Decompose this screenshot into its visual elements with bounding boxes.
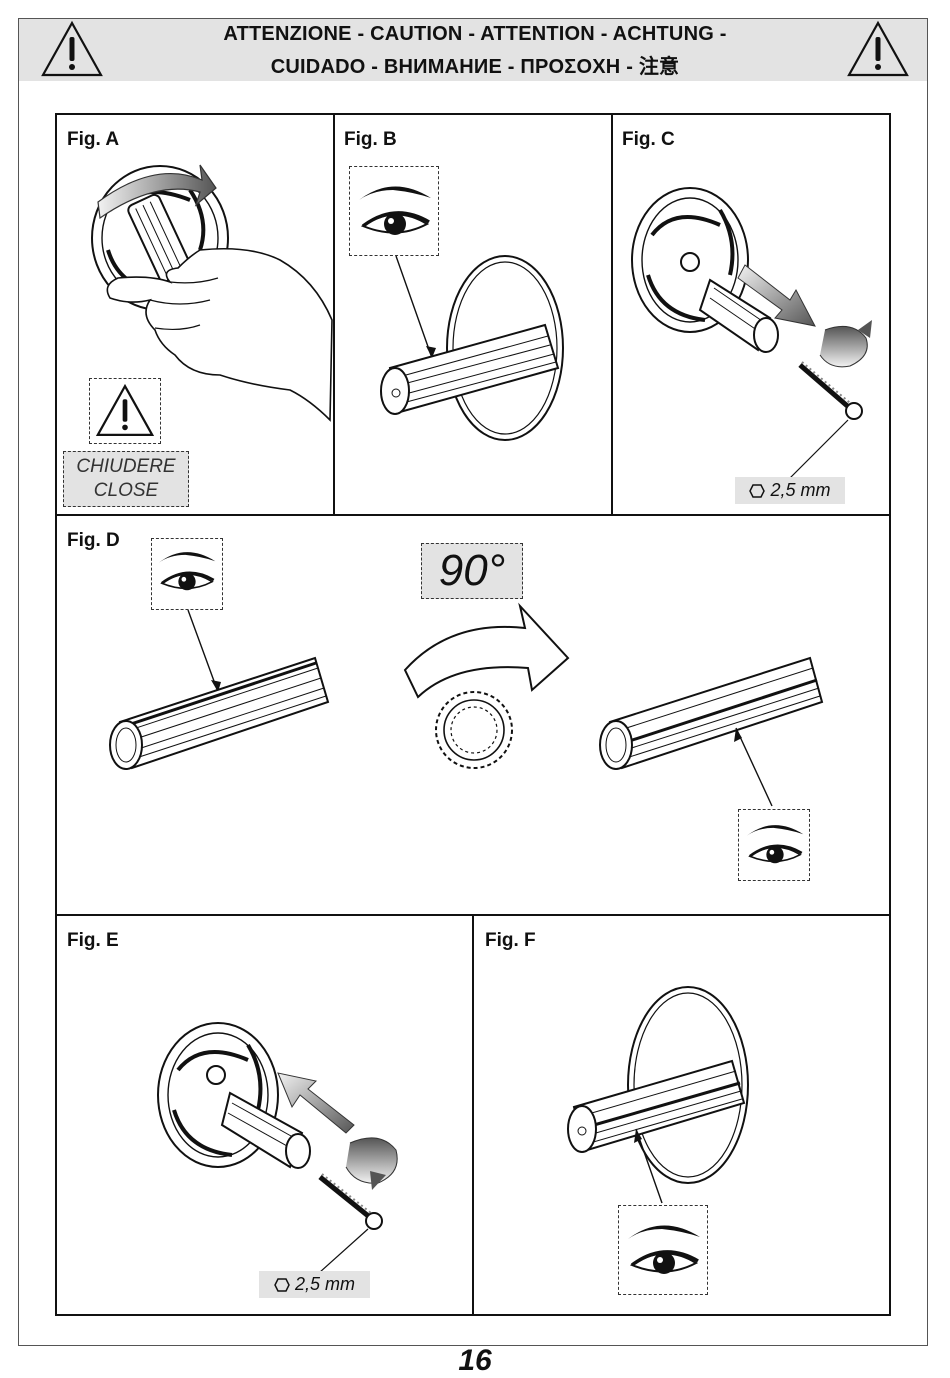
caution-heading-line2: CUIDADO - ВНИМАНИЕ - ΠΡΟΣΟΧΗ - 注意: [270, 56, 680, 78]
fig-c-label: Fig. C: [622, 129, 675, 150]
fig-d-eye-box-left: [151, 538, 223, 610]
warning-triangle-icon: [847, 20, 909, 77]
page-number: 16: [458, 1344, 492, 1377]
fig-c-handle-illustration: [631, 187, 872, 479]
eye-icon: [626, 1223, 702, 1276]
close-tag-line1: CHIUDERE: [76, 456, 176, 477]
grid-col-divider-bc: [611, 113, 613, 515]
grid-border-right: [889, 113, 891, 1316]
warning-triangle-icon: [95, 383, 155, 436]
grid-col-divider-ab: [333, 113, 335, 515]
eye-icon: [357, 184, 433, 237]
hex-key-icon: [749, 483, 766, 498]
close-instruction-tag: CHIUDERE CLOSE: [63, 451, 189, 507]
eye-icon: [157, 550, 217, 592]
fig-f-eye-box: [618, 1205, 708, 1295]
fig-a-handle-illustration: [91, 164, 333, 422]
fig-d-label: Fig. D: [67, 530, 120, 551]
fig-f-label: Fig. F: [485, 930, 536, 951]
caution-header: [19, 19, 927, 81]
fig-e-hex-size: 2,5 mm: [294, 1274, 355, 1294]
fig-d-eye-box-right: [738, 809, 810, 881]
grid-border-top: [55, 113, 891, 115]
close-tag-line2: CLOSE: [93, 480, 159, 501]
fig-a-label: Fig. A: [67, 129, 120, 150]
page-frame: [18, 18, 928, 1346]
fig-b-label: Fig. B: [344, 129, 397, 150]
fig-c-hex-size: 2,5 mm: [770, 480, 831, 500]
fig-d-rotation-illustration: [109, 602, 824, 807]
grid-col-divider-ef: [472, 914, 474, 1316]
fig-f-handle-illustration: [567, 986, 749, 1204]
caution-heading-line1: ATTENZIONE - CAUTION - ATTENTION - ACHTU…: [223, 23, 727, 45]
fig-c-hex-tag: 2,5 mm: [735, 477, 845, 504]
fig-b-eye-box: [349, 166, 439, 256]
eye-icon: [745, 823, 805, 865]
hex-key-icon: [274, 1277, 290, 1292]
rotation-degree-tag: 90°: [421, 543, 523, 599]
grid-row-divider-1: [55, 514, 891, 516]
fig-b-handle-illustration: [380, 255, 564, 441]
fig-e-handle-illustration: [157, 1022, 398, 1282]
fig-e-label: Fig. E: [67, 930, 119, 951]
fig-a-warning-box: [89, 378, 161, 444]
warning-triangle-icon: [41, 20, 103, 77]
fig-e-hex-tag: 2,5 mm: [259, 1271, 370, 1298]
grid-border-left: [55, 113, 57, 1316]
